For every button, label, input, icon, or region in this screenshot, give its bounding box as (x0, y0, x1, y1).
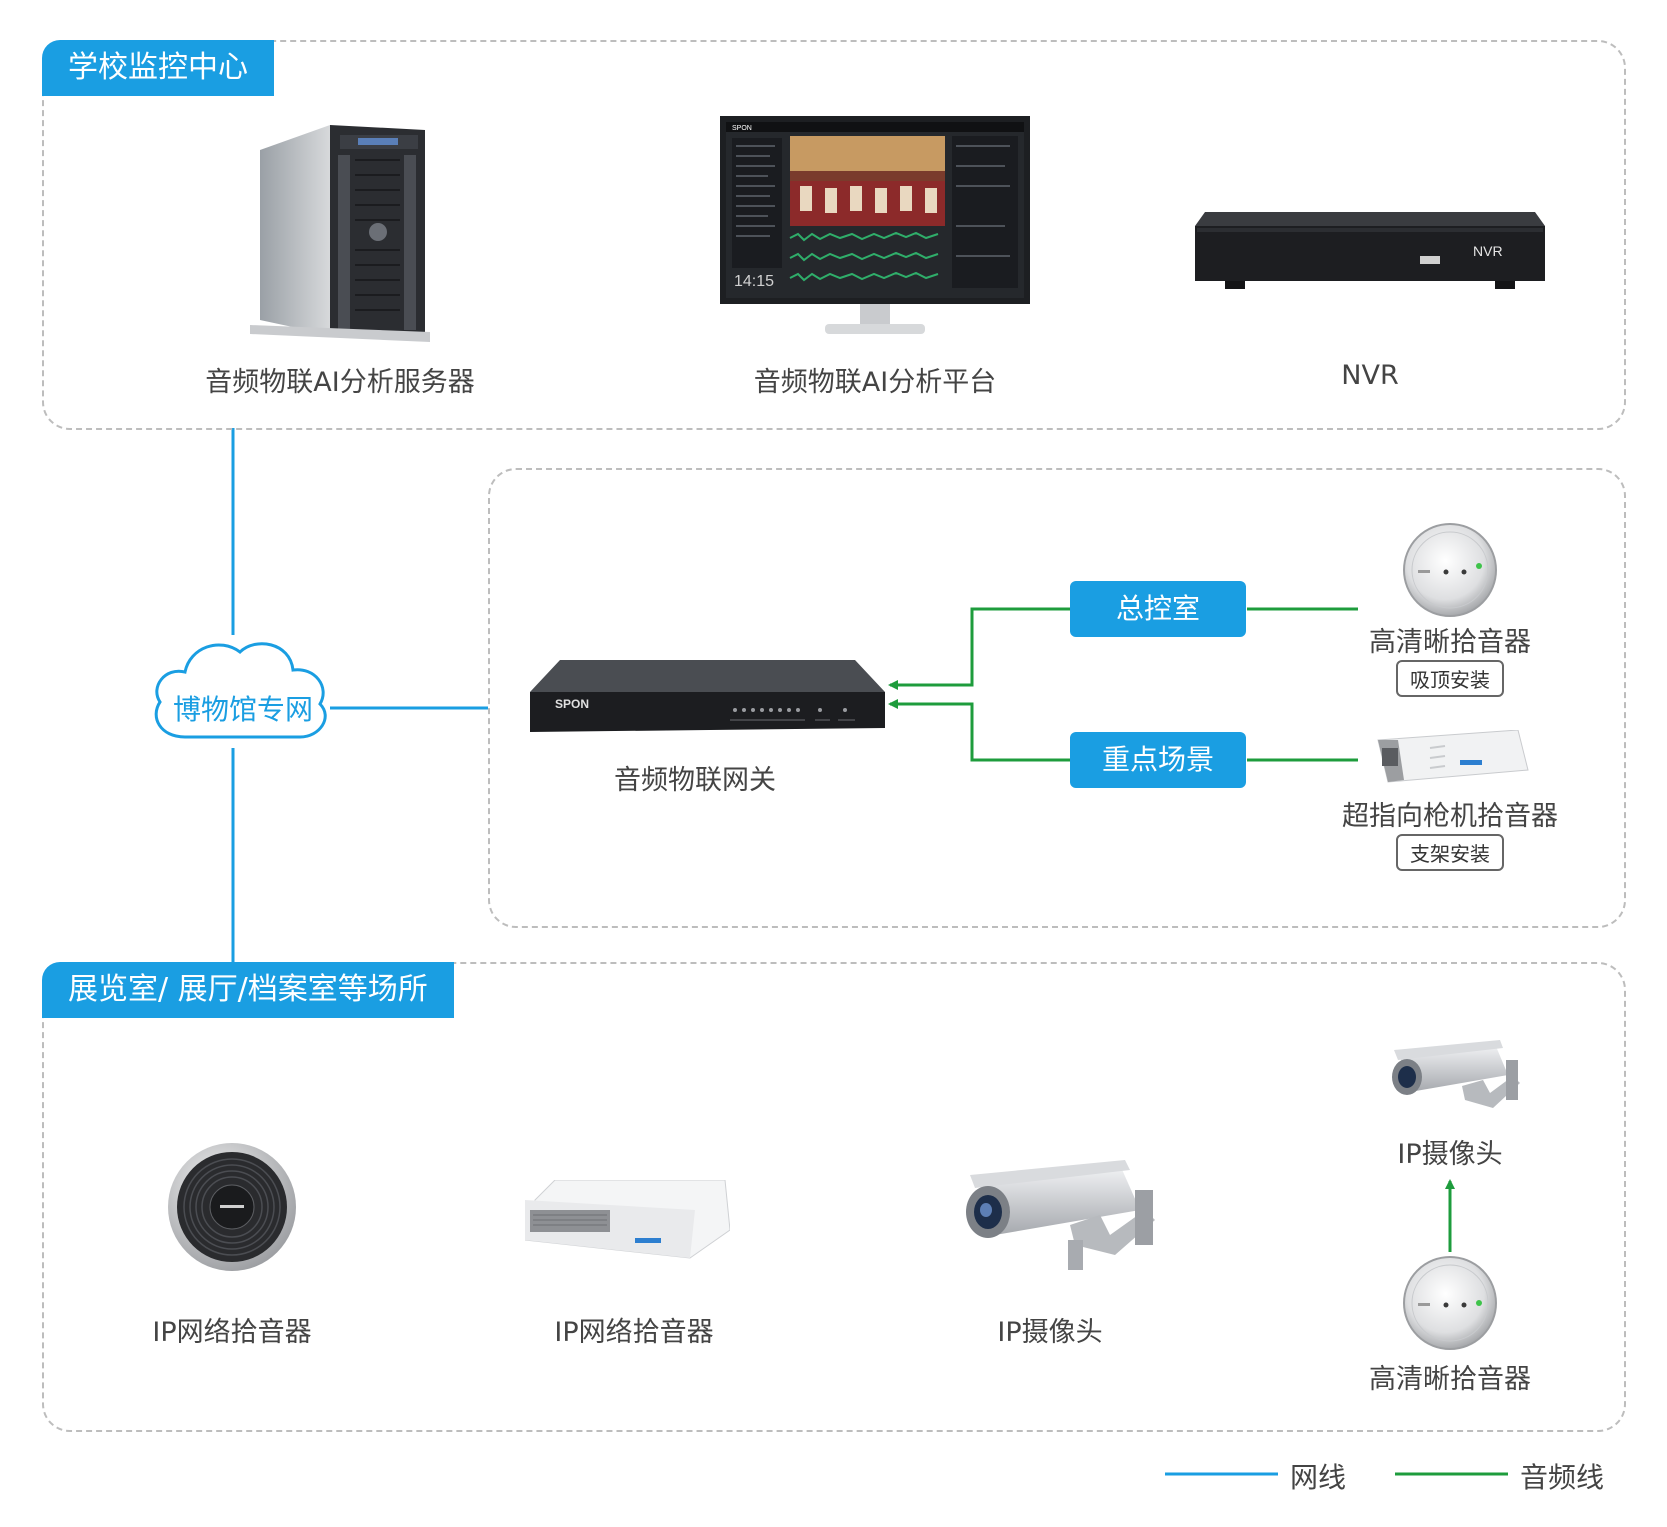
audio-line-1-to-gateway (888, 607, 1070, 690)
legend-audio-label: 音频线 (1520, 1461, 1605, 1494)
platform-label: 音频物联AI分析平台 (753, 367, 997, 398)
monitor-clock: 14:15 (734, 273, 774, 290)
pair-camera-label: IP摄像头 (1397, 1139, 1503, 1170)
scene-pill-control-room: 总控室 (1070, 581, 1246, 637)
ceiling-pickup-icon (1403, 523, 1497, 617)
legend-network-label: 网线 (1290, 1461, 1347, 1494)
network-label: 博物馆专网 (172, 693, 314, 726)
scene-2-install-tag: 支架安装 (1396, 834, 1504, 871)
gateway-label: 音频物联网关 (614, 765, 776, 796)
monitor-brand: SPON (732, 125, 752, 132)
shotgun-pickup-icon (1377, 730, 1529, 783)
ip-camera-icon (966, 1160, 1155, 1270)
nvr-brand: NVR (1473, 243, 1503, 259)
nvr-label: NVR (1341, 360, 1399, 391)
gateway-zone (488, 468, 1626, 928)
network-cloud-icon (154, 642, 327, 739)
gateway-brand: SPON (555, 697, 589, 711)
nvr-icon: NVR (1195, 212, 1545, 289)
pair-camera-icon (1392, 1040, 1520, 1108)
scene-2-device-label: 超指向枪机拾音器 (1342, 801, 1558, 832)
scene-1-device-label: 高清晰拾音器 (1369, 627, 1531, 658)
gateway-device-icon: SPON (530, 660, 885, 732)
scene-1-install-tag: 吸顶安装 (1396, 660, 1504, 697)
site-item-1-label: IP网络拾音器 (152, 1317, 312, 1348)
control-center-title: 学校监控中心 (42, 40, 274, 96)
sites-title: 展览室/ 展厅/档案室等场所 (42, 962, 454, 1018)
monitor-icon: SPON 14:15 (720, 116, 1030, 334)
scene-pill-key-area: 重点场景 (1070, 732, 1246, 788)
site-item-3-label: IP摄像头 (997, 1317, 1103, 1348)
round-ip-pickup-icon (168, 1143, 296, 1271)
sites-zone (42, 962, 1626, 1432)
site-item-2-label: IP网络拾音器 (554, 1317, 714, 1348)
server-label: 音频物联AI分析服务器 (205, 367, 475, 398)
server-tower-icon (250, 125, 430, 342)
pair-pickup-icon (1403, 1256, 1497, 1350)
audio-line-2-to-gateway (888, 699, 1070, 762)
control-center-zone (42, 40, 1626, 430)
pair-pickup-label: 高清晰拾音器 (1369, 1364, 1531, 1395)
box-ip-pickup-icon (525, 1180, 730, 1259)
